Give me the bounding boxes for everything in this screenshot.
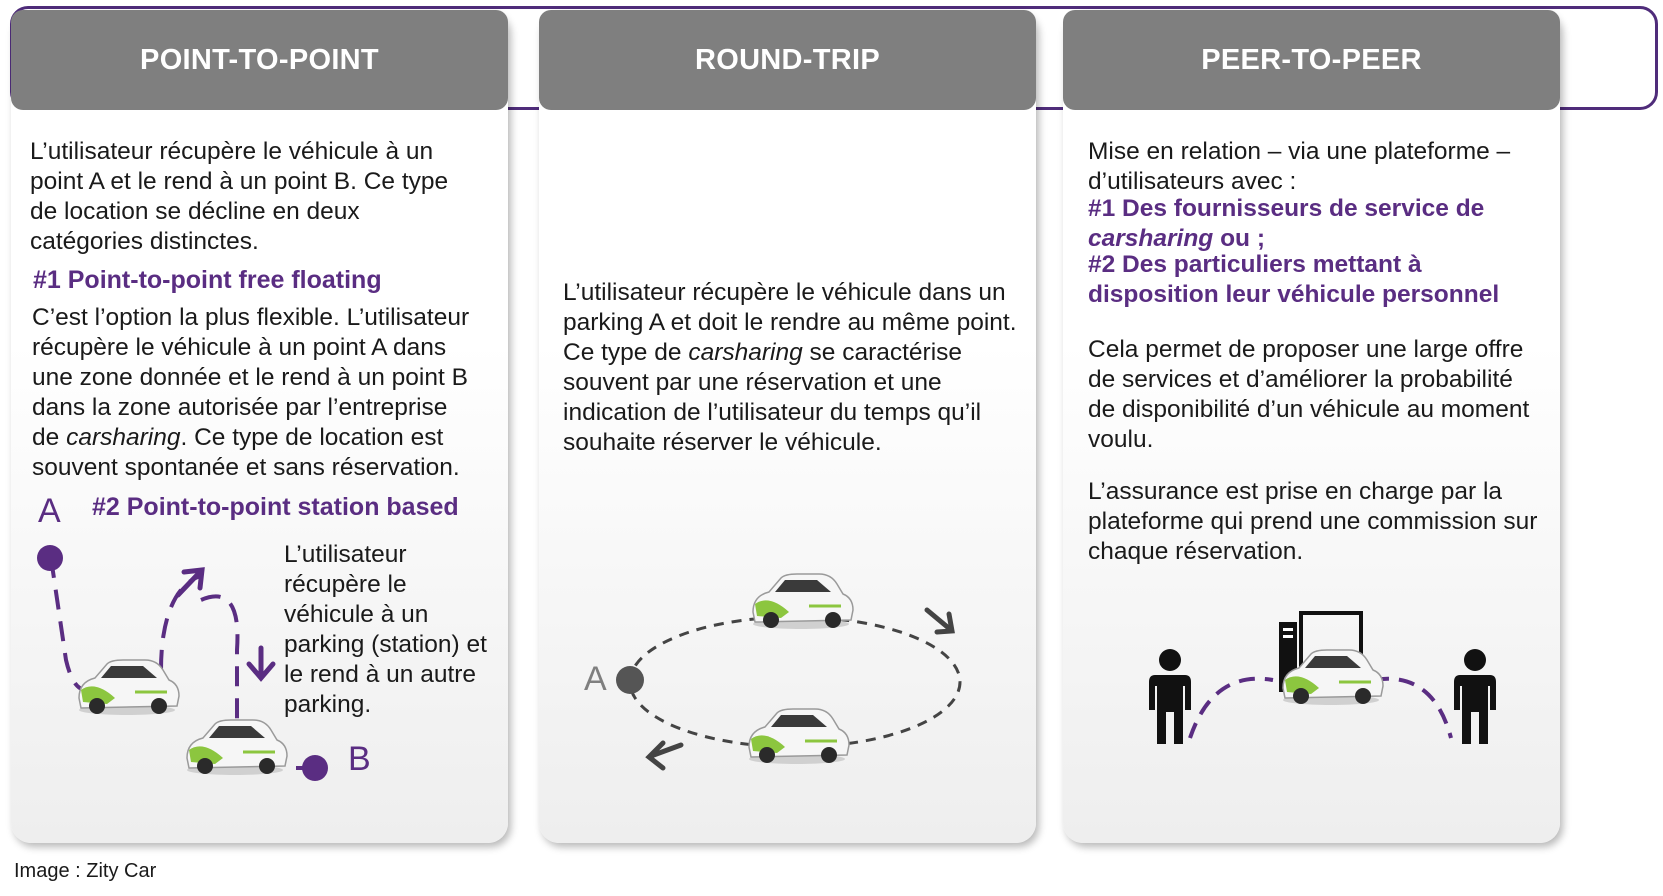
image-caption: Image : Zity Car [14,860,157,882]
p2p-point-1-part1: #1 Des fournisseurs de service de [1088,195,1485,222]
route-to-station [200,594,240,730]
round-trip-text-part1: L’utilisateur récupère le véhicule dans … [563,279,1017,366]
car-icon [752,573,854,629]
card-title: ROUND-TRIP [539,10,1036,110]
arrow-down-icon [246,645,276,682]
peer-to-peer-diagram [1149,611,1496,744]
link-left [1188,676,1274,739]
free-floating-text-part2: . Ce type de location est souvent sponta… [32,424,460,481]
card-point-to-point: POINT-TO-POINT L’utilisateur récupère le… [11,10,508,843]
point-a-label: A [38,492,61,530]
car-icon [748,708,850,764]
card-peer-to-peer: PEER-TO-PEER Mise en relation – via une … [1063,10,1560,843]
card-round-trip: ROUND-TRIP L’utilisateur récupère le véh… [539,10,1036,843]
free-floating-text-em: carsharing [66,424,181,451]
free-floating-text-part1: C’est l’option la plus flexible. L’utili… [32,304,470,451]
intro-text: L’utilisateur récupère le véhicule à un … [30,138,449,255]
p2p-point-1-part2: ou ; [1213,225,1265,252]
car-icon [78,659,180,715]
round-trip-text-em: carsharing [688,339,803,366]
car-icon [186,719,288,775]
point-a-dot [37,545,63,571]
round-trip-text: L’utilisateur récupère le véhicule dans … [563,278,1018,458]
p2p-intro-text: Mise en relation – via une plateforme – … [1088,138,1511,195]
subtitle-free-floating: #1 Point-to-point free floating [33,266,382,294]
station-based-text: L’utilisateur récupère le véhicule à un … [284,541,487,718]
person-left-icon [1149,649,1191,744]
p2p-point-1: #1 Des fournisseurs de service de carsha… [1088,194,1528,254]
free-floating-text: C’est l’option la plus flexible. L’utili… [32,303,477,483]
point-a-label: A [584,660,607,698]
card-title: POINT-TO-POINT [11,10,508,110]
round-trip-diagram [616,573,962,771]
link-right [1372,676,1453,739]
point-b-dot [302,755,328,781]
p2p-text-3: L’assurance est prise en charge par la p… [1088,478,1538,565]
arrow-left-icon [645,740,684,771]
arrow-right-icon [924,607,955,635]
card-title: PEER-TO-PEER [1063,10,1560,110]
point-a-dot [616,666,644,694]
p2p-text-2: Cela permet de proposer une large offre … [1088,336,1530,453]
station-based-diagram [37,545,328,781]
point-b-label: B [348,740,371,778]
round-trip-text-part2: se caractérise souvent par une réservati… [563,339,982,456]
car-icon [1282,649,1384,705]
subtitle-station-based: #2 Point-to-point station based [92,493,459,521]
person-right-icon [1454,649,1496,744]
route-a-to-car [49,557,87,692]
arrow-up-right-icon [175,567,205,598]
p2p-point-2: #2 Des particuliers mettant à dispositio… [1088,251,1500,308]
p2p-point-1-em: carsharing [1088,225,1214,252]
